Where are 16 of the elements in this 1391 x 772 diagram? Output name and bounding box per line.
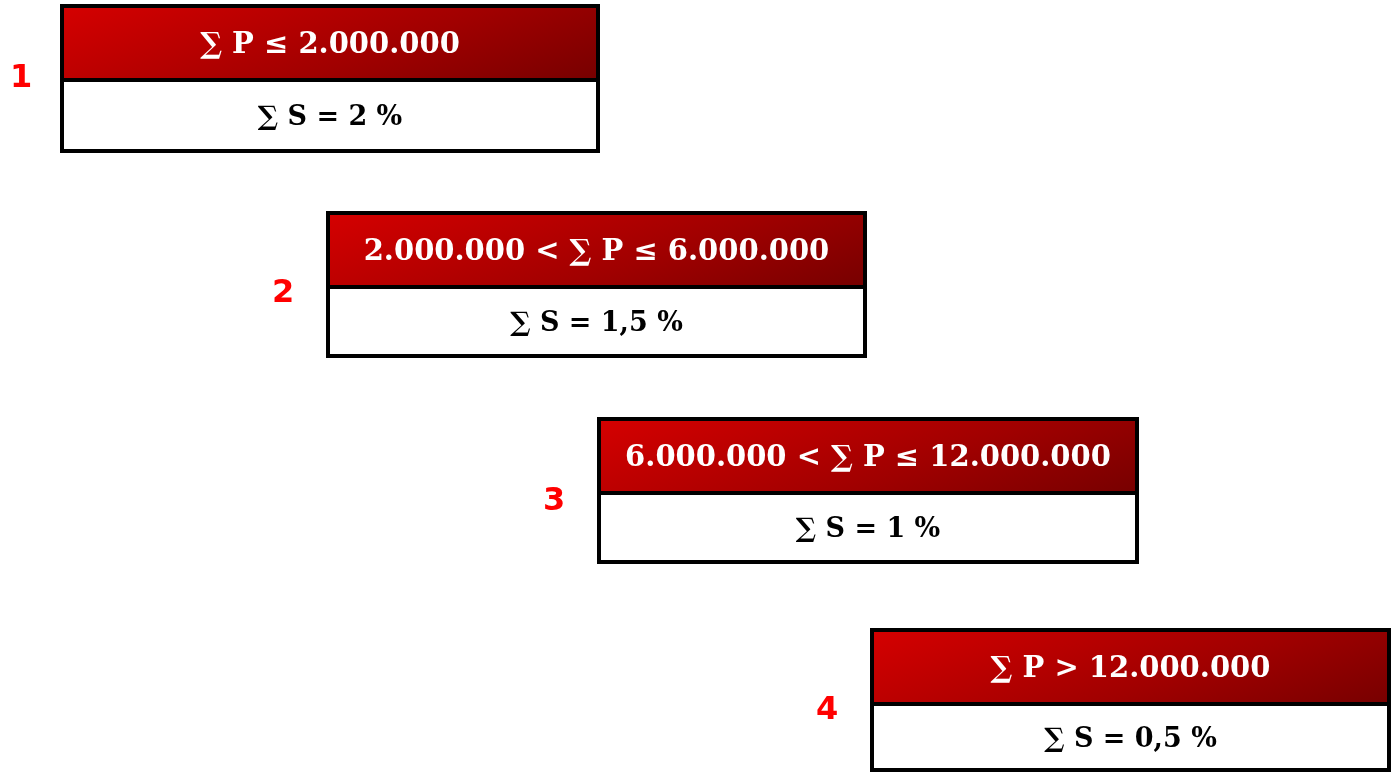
rate-text: ∑ S = 1 % xyxy=(794,511,942,545)
tier-card xyxy=(870,628,1391,772)
step-number: 1 xyxy=(10,57,33,95)
tier-card xyxy=(60,4,600,153)
rate-text: ∑ S = 1,5 % xyxy=(509,305,684,339)
rate-text: ∑ S = 2 % xyxy=(256,99,404,133)
range-header: 2.000.000 < ∑ P ≤ 6.000.000 xyxy=(330,215,863,289)
step-number: 2 xyxy=(272,272,295,310)
range-header: ∑ P ≤ 2.000.000 xyxy=(64,8,596,82)
step-number: 3 xyxy=(543,480,566,518)
rate-text: ∑ S = 0,5 % xyxy=(1043,720,1218,755)
range-header: 6.000.000 < ∑ P ≤ 12.000.000 xyxy=(601,421,1135,495)
tier-card xyxy=(326,211,867,358)
range-header: ∑ P > 12.000.000 xyxy=(874,632,1387,706)
step-number: 4 xyxy=(816,689,839,727)
tier-card xyxy=(597,417,1139,564)
